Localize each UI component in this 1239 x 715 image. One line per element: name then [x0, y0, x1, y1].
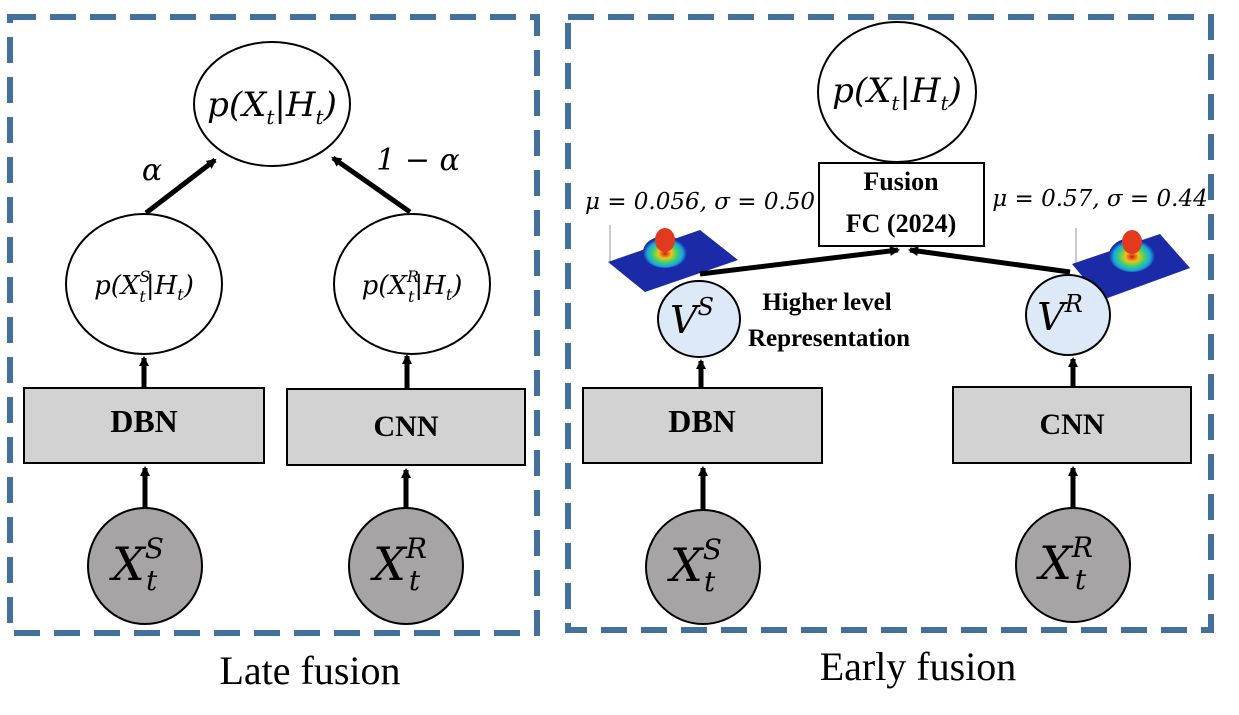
- robot-to-fusion-arrow: [908, 246, 1071, 275]
- late-sensor-input-node: [87, 507, 203, 625]
- robot-gaussian-plot: [1072, 228, 1190, 300]
- sensor-stats-label: μ = 0.056, σ = 0.50: [585, 189, 815, 215]
- early-dbn-box: [582, 387, 823, 464]
- sensor-to-fusion-arrow: [699, 245, 900, 277]
- late-dbn-box: [23, 387, 265, 464]
- sensor-vector-node: [657, 280, 741, 358]
- late-alpha-label: α: [142, 153, 162, 188]
- early-fusion-caption: Early fusion: [820, 644, 1017, 689]
- late-top-node: [193, 41, 351, 167]
- late-left-weight-arrow: [144, 158, 217, 215]
- early-robot-input-node: [1015, 507, 1131, 623]
- fusion-fc-line1: Fusion: [863, 167, 939, 196]
- late-right-weight-arrow: [331, 155, 412, 215]
- sensor-gaussian-plot: [608, 225, 738, 292]
- early-fusion-panel-border: [565, 14, 1214, 633]
- representation-label-line2: Representation: [748, 325, 910, 352]
- late-left-likelihood-node: [65, 213, 223, 355]
- early-dbn-label: DBN: [668, 403, 736, 439]
- early-cnn-box: [952, 386, 1192, 464]
- sensor-vector-label: VS: [670, 293, 714, 342]
- representation-label-line1: Higher level: [762, 289, 891, 316]
- fusion-fc-line2: FC (2024): [846, 209, 956, 238]
- late-top-node-label: p(Xt|Ht): [207, 85, 337, 129]
- late-cnn-label: CNN: [374, 410, 439, 443]
- early-cnn-label: CNN: [1040, 408, 1105, 441]
- robot-vector-label: VR: [1037, 290, 1083, 339]
- late-cnn-box: [286, 388, 526, 466]
- robot-stats-label: μ = 0.57, σ = 0.44: [992, 186, 1207, 212]
- late-one-minus-alpha-label: 1 − α: [376, 143, 460, 178]
- fusion-fc-box: [818, 162, 985, 247]
- robot-vector-node: [1025, 274, 1111, 356]
- late-dbn-label: DBN: [110, 403, 178, 439]
- late-fusion-panel-border: [7, 14, 540, 636]
- late-robot-input-node: [348, 507, 464, 625]
- early-top-node-label: p(Xt|Ht): [832, 71, 962, 115]
- late-fusion-caption: Late fusion: [219, 648, 400, 693]
- early-sensor-input-node: [645, 509, 761, 625]
- late-right-likelihood-node: [333, 213, 491, 355]
